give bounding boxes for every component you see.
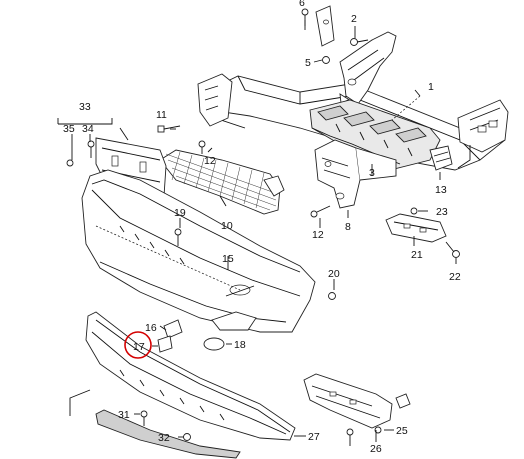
side-guide-bracket-26	[303, 373, 411, 429]
callout-33: 33	[79, 101, 91, 113]
callout-34: 34	[82, 123, 94, 135]
callout-13: 13	[435, 184, 447, 196]
clip-part-6-bracket	[315, 5, 335, 47]
callout-23: 23	[436, 206, 448, 218]
small-clip-17	[157, 335, 173, 353]
nut-part-32	[183, 433, 191, 441]
leader-lines	[57, 20, 457, 442]
screw-part-34	[87, 140, 95, 158]
callout-16: 16	[145, 322, 157, 334]
side-guide-bracket-21	[385, 213, 447, 243]
callout-19: 19	[174, 207, 186, 219]
callout-22: 22	[449, 271, 461, 283]
callout-26: 26	[370, 443, 382, 455]
callout-21: 21	[411, 249, 423, 261]
callout-27: 27	[308, 431, 320, 443]
screw-part-22	[445, 241, 460, 258]
nut-part-5	[322, 56, 330, 64]
callout-12-upper: 12	[204, 155, 216, 167]
small-clip-16	[163, 319, 183, 339]
callout-17: 17	[133, 341, 145, 353]
bumper-cover	[81, 169, 316, 333]
callout-8: 8	[345, 221, 351, 233]
callout-2: 2	[351, 13, 357, 25]
callout-1: 1	[428, 81, 434, 93]
lower-grille	[159, 149, 285, 215]
screw-part-35	[66, 159, 74, 167]
screw-part-20	[328, 292, 336, 300]
bolt-part-12-lower	[310, 205, 331, 218]
callout-20: 20	[328, 268, 340, 280]
clip-part-13	[429, 145, 453, 171]
screw-part-25	[374, 426, 382, 434]
callout-10: 10	[221, 220, 233, 232]
callout-6: 6	[299, 0, 305, 9]
callout-15: 15	[222, 253, 234, 265]
callout-12-lower: 12	[312, 229, 324, 241]
callout-5: 5	[305, 57, 311, 69]
lower-trim-strip	[95, 409, 241, 459]
callout-35: 35	[63, 123, 75, 135]
callout-3: 3	[369, 167, 375, 179]
bolt-part-12-upper	[198, 140, 206, 154]
screw-part-26b	[346, 428, 354, 446]
bolt-part-11	[157, 125, 181, 133]
highlight-circle	[124, 331, 152, 359]
callout-31: 31	[118, 409, 130, 421]
callout-32: 32	[158, 432, 170, 444]
screw-part-31	[140, 410, 148, 426]
callout-18: 18	[234, 339, 246, 351]
screw-part-2	[350, 38, 369, 46]
tow-eye-cover-18	[203, 337, 225, 351]
screw-part-19	[174, 228, 182, 246]
energy-absorber	[309, 99, 441, 171]
clip-part-23	[410, 207, 418, 215]
callout-11: 11	[156, 109, 167, 121]
lower-support-frame	[314, 139, 397, 209]
callout-25: 25	[396, 425, 408, 437]
